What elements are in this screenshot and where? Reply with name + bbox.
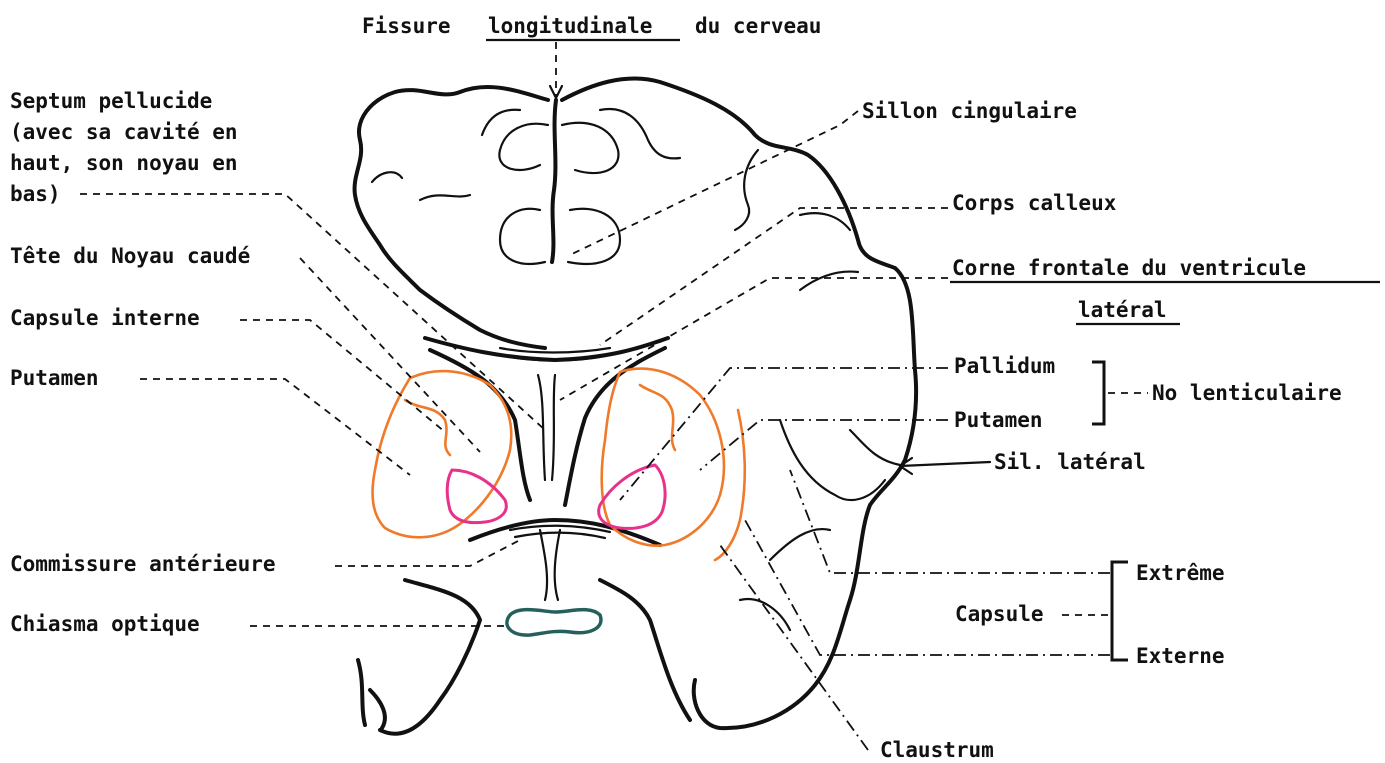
extreme-leader [790, 470, 1110, 573]
claustrum-label: Claustrum [880, 738, 994, 762]
sillon-cingulaire-label: Sillon cingulaire [862, 99, 1077, 123]
right-putamen [602, 369, 724, 546]
right-sulcus-7 [740, 599, 790, 630]
capsule-interne-label: Capsule interne [10, 306, 200, 330]
fissure-label: Fissure longitudinale du cerveau [362, 14, 821, 38]
brain-drawing [355, 78, 917, 733]
lenticular-bracket [1092, 362, 1104, 424]
sillon-cingulaire-leader [570, 111, 858, 255]
sil-lateral-label: Sil. latéral [994, 450, 1146, 474]
left-sulcus-1 [372, 172, 402, 182]
right-sulcus-1 [735, 150, 758, 230]
fissure-prefix: Fissure [362, 14, 451, 38]
tete-noyau-leader [300, 258, 480, 452]
right-temporal-lobe [600, 580, 690, 720]
right-lateral-ventricle [565, 348, 665, 505]
fissure-underlined: longitudinale [488, 14, 652, 38]
left-upper-gyrus [482, 110, 520, 135]
corne-frontale-leader [560, 278, 948, 400]
commissure-anterieure-label: Commissure antérieure [10, 552, 276, 576]
corps-calleux-label: Corps calleux [952, 191, 1117, 215]
putamen-left-label: Putamen [10, 366, 99, 390]
right-sulcus-4 [850, 430, 900, 465]
externe-label: Externe [1136, 644, 1225, 668]
septum-label-line4: bas) [10, 182, 61, 206]
corps-calleux-leader [600, 208, 948, 345]
right-sulcus-6 [770, 529, 830, 560]
left-pallidum [447, 470, 506, 523]
corne-frontale-label-line2: latéral [1078, 298, 1167, 322]
right-cingulate-gyrus [562, 123, 620, 264]
middle-base [540, 530, 560, 600]
putamen-left-leader [140, 379, 410, 475]
commissure-leader [335, 540, 520, 566]
capsule-right-label: Capsule [955, 602, 1044, 626]
right-sulcus-2 [800, 213, 850, 230]
left-base-curve [358, 660, 365, 725]
extreme-label: Extrême [1136, 561, 1225, 585]
corne-frontale-label-line1: Corne frontale du ventricule [952, 256, 1306, 280]
right-sulcus-5 [780, 420, 885, 500]
longitudinal-fissure [552, 100, 556, 262]
right-upper-gyrus [600, 109, 680, 158]
septum-label-line1: Septum pellucide [10, 89, 212, 113]
optic-chiasm [507, 610, 601, 635]
capsule-bracket [1112, 562, 1128, 660]
chiasma-optique-label: Chiasma optique [10, 612, 200, 636]
claustrum-leader [720, 545, 868, 750]
no-lenticulaire-label: No lenticulaire [1152, 381, 1342, 405]
pallidum-label: Pallidum [954, 354, 1055, 378]
septum-pellucidum [538, 375, 555, 480]
sil-lateral-arrow [900, 458, 990, 474]
labels: Fissure longitudinale du cerveau Septum … [10, 14, 1380, 762]
left-putamen [372, 371, 511, 537]
left-sulcus-2 [420, 195, 470, 200]
left-cingulate-gyrus [499, 124, 548, 264]
septum-label-line3: haut, son noyau en [10, 151, 238, 175]
putamen-right-label: Putamen [954, 408, 1043, 432]
externe-leader [745, 520, 1110, 655]
septum-label-line2: (avec sa cavité en [10, 120, 238, 144]
right-sulcus-3 [800, 272, 858, 290]
right-hemisphere-outline [562, 78, 916, 728]
fissure-suffix: du cerveau [695, 14, 821, 38]
leader-lines [80, 42, 1148, 750]
left-temporal-lobe [370, 580, 480, 734]
tete-noyau-caude-label: Tête du Noyau caudé [10, 244, 250, 268]
